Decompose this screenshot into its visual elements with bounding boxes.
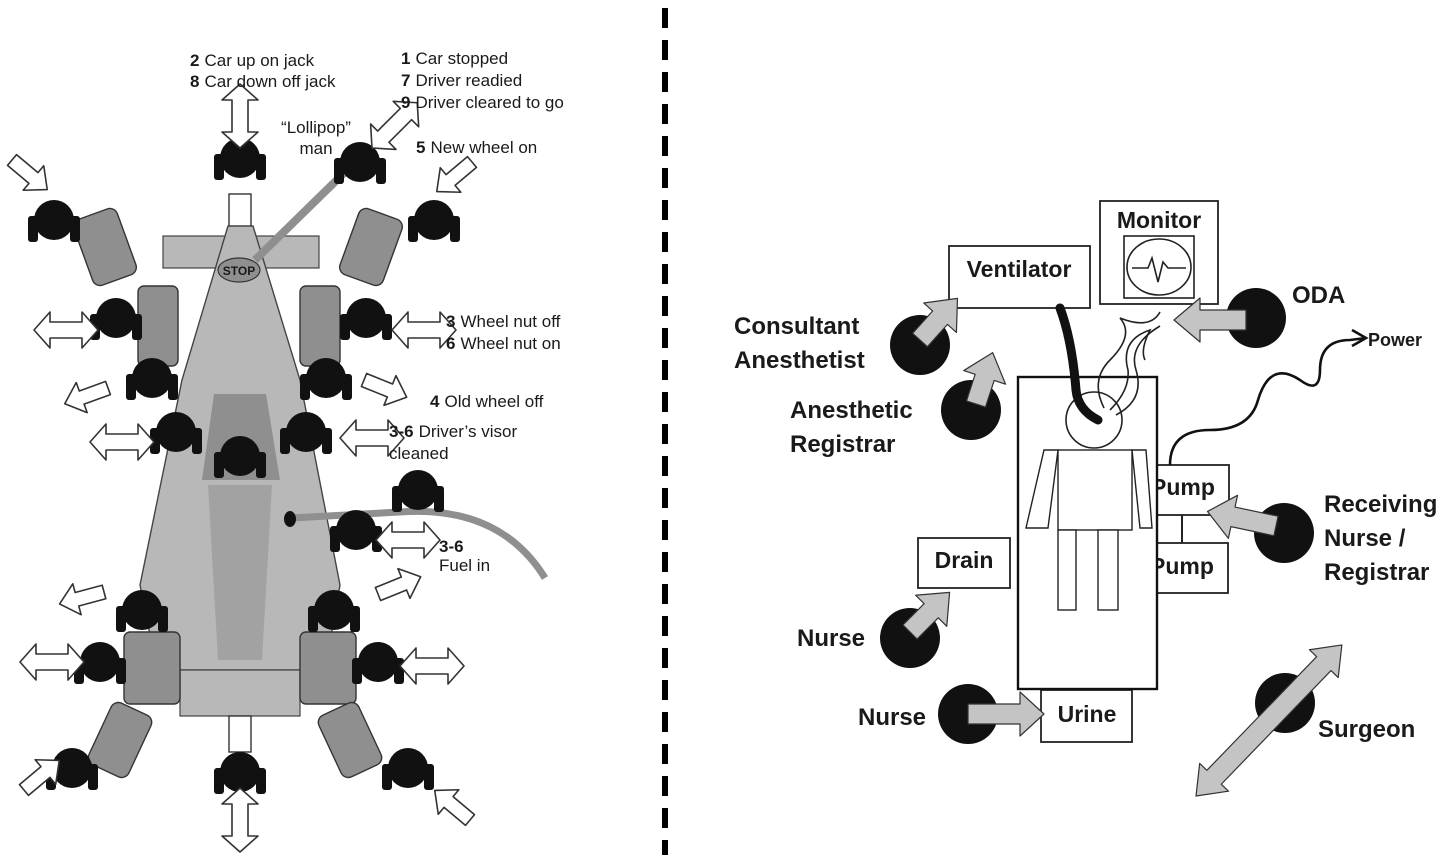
wheel-rear-left: [123, 631, 181, 705]
wheels: [72, 207, 404, 779]
double-arrow-icon: [89, 423, 155, 461]
arrow-icon: [967, 691, 1045, 737]
arrow-icon: [357, 364, 414, 413]
handover-arrows: [902, 297, 1343, 797]
label-anesthetic: Anesthetic: [790, 397, 913, 424]
pump-label-2: Pump: [1150, 553, 1214, 579]
arrow-icon: [54, 575, 109, 621]
label-nurse-slash: Nurse /: [1324, 525, 1406, 552]
crew-person-icon: [340, 298, 392, 340]
stop-sign-text: STOP: [223, 264, 255, 278]
patient-bed: [1016, 375, 1159, 691]
race-car: STOP: [139, 169, 548, 753]
wheel-rear-right: [299, 631, 357, 705]
crew-person-icon: [408, 200, 460, 242]
double-arrow-icon: [33, 311, 99, 349]
handover-diagram: Monitor Ventilator Pump Pump Drain Urine…: [734, 200, 1437, 797]
double-arrow-icon: [399, 647, 465, 685]
double-arrow-icon: [221, 787, 259, 853]
patient-body-icon: [1057, 449, 1133, 531]
arrow-icon: [425, 148, 484, 205]
equipment: Monitor Ventilator Pump Pump Drain Urine…: [917, 200, 1422, 743]
pit-stop-diagram: STOP: [0, 49, 564, 853]
urine-label: Urine: [1058, 701, 1117, 727]
label-receiving: Receiving: [1324, 491, 1437, 518]
arrow-icon: [1173, 297, 1247, 343]
power-label: Power: [1368, 330, 1422, 350]
label-anesthetist: Anesthetist: [734, 347, 865, 374]
monitor-label: Monitor: [1117, 207, 1201, 233]
role-labels: Consultant Anesthetist Anesthetic Regist…: [734, 282, 1437, 743]
arrow-icon: [0, 146, 59, 203]
arrow-icon: [963, 352, 1007, 408]
ventilator-box: [948, 245, 1091, 309]
arrow-icon: [1206, 494, 1279, 539]
label-consultant: Consultant: [734, 313, 859, 340]
spare-wheel: [317, 701, 383, 779]
arrow-icon: [58, 372, 115, 420]
label-registrar: Registrar: [790, 431, 895, 458]
label-lollipop-man: man: [299, 139, 332, 158]
crew-person-icon: [28, 200, 80, 242]
spare-wheel: [87, 701, 153, 779]
ventilator-label: Ventilator: [967, 256, 1072, 282]
spare-wheel: [72, 207, 138, 287]
spare-wheel: [338, 207, 404, 287]
label-lollipop: “Lollipop”: [281, 118, 351, 137]
wheel-front-right: [299, 285, 341, 367]
drain-label: Drain: [935, 547, 994, 573]
label-visor-cleaned: cleaned: [389, 444, 449, 463]
drain-box: [917, 537, 1011, 589]
label-surgeon: Surgeon: [1318, 716, 1415, 743]
wheel-front-left: [137, 285, 179, 367]
crew-person-icon: [90, 298, 142, 340]
label-oda: ODA: [1292, 282, 1345, 309]
crew-person-icon: [382, 748, 434, 790]
double-arrow-icon: [375, 521, 441, 559]
surgeon-double-arrow-icon: [1195, 644, 1343, 797]
pump-label-1: Pump: [1151, 474, 1215, 500]
crew-person-icon: [352, 642, 404, 684]
label-nurse-urine: Nurse: [858, 704, 926, 731]
arrow-icon: [902, 591, 951, 640]
arrow-icon: [911, 297, 959, 348]
crew-person-icon: [392, 470, 444, 512]
label-fuel-step: 3-6: [439, 537, 464, 556]
tubes-and-wires: [1055, 303, 1369, 543]
double-arrow-icon: [221, 83, 259, 149]
label-fuel-in: Fuel in: [439, 556, 490, 575]
label-receiving-registrar: Registrar: [1324, 559, 1429, 586]
oda-person-icon: [1226, 288, 1286, 348]
arrow-icon: [371, 561, 428, 610]
label-nurse-drain: Nurse: [797, 625, 865, 652]
stop-sign-icon: [217, 257, 261, 283]
monitor-screen-icon: [1126, 238, 1192, 296]
